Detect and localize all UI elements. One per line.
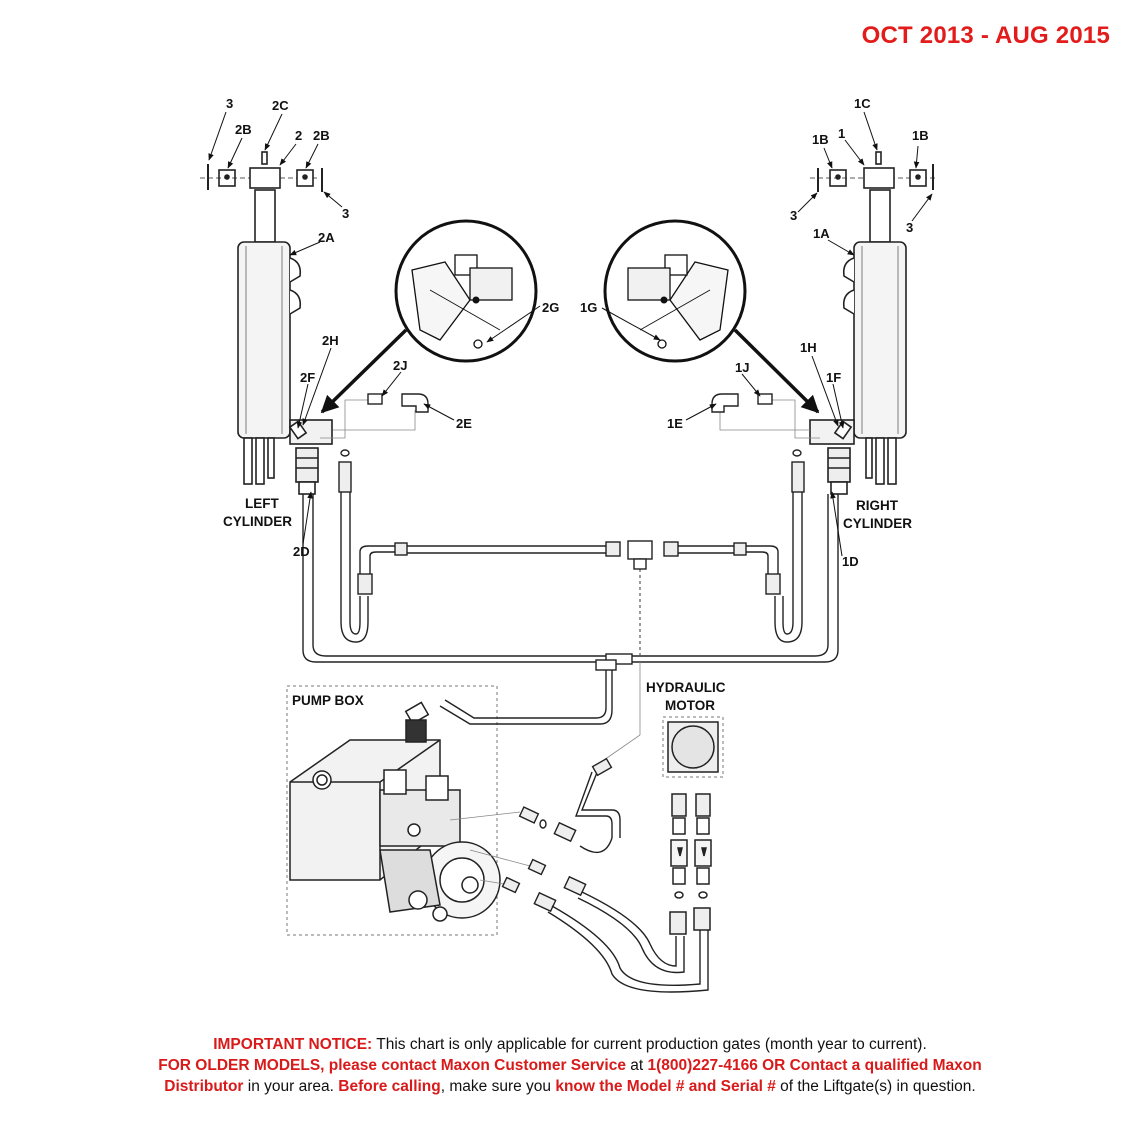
notice-text: of the Liftgate(s) in question. (775, 1078, 976, 1095)
important-notice: IMPORTANT NOTICE: This chart is only app… (60, 1034, 1080, 1097)
notice-text: at (625, 1057, 648, 1074)
center-tee-fitting (605, 540, 679, 665)
callout-2g: 2G (542, 300, 559, 315)
elbow-fitting-2e (401, 393, 429, 413)
hydraulic-motor-outline (662, 716, 724, 778)
notice-before-calling: Before calling (338, 1078, 441, 1095)
callout-2a: 2A (318, 230, 335, 245)
callout-1d: 1D (842, 554, 859, 569)
label-right-cylinder-line1: RIGHT (856, 498, 899, 513)
callout-3: 3 (226, 96, 233, 111)
notice-distributor: Distributor (164, 1078, 244, 1095)
callout-1: 1 (838, 126, 845, 141)
pin-2 (249, 167, 281, 189)
pump-unit (289, 701, 501, 922)
notice-line-1: IMPORTANT NOTICE: This chart is only app… (60, 1034, 1080, 1055)
label-left-cylinder-line2: CYLINDER (223, 514, 292, 529)
callout-2f: 2F (300, 370, 315, 385)
label-hydraulic-motor-line2: MOTOR (665, 698, 715, 713)
label-right-cylinder-line2: CYLINDER (843, 516, 912, 531)
callout-3: 3 (342, 206, 349, 221)
callout-2d: 2D (293, 544, 310, 559)
callout-2: 2 (295, 128, 302, 143)
pin-1 (863, 167, 895, 189)
callout-2h: 2H (322, 333, 339, 348)
notice-text: in your area. (243, 1078, 339, 1095)
fitting-2j (367, 393, 383, 405)
notice-text: , make sure you (440, 1078, 556, 1095)
component-labels: LEFT CYLINDER RIGHT CYLINDER PUMP BOX HY… (223, 496, 912, 713)
callout-2e: 2E (456, 416, 472, 431)
notice-line-3: Distributor in your area. Before calling… (60, 1076, 1080, 1097)
callout-2b: 2B (313, 128, 330, 143)
right-hoses (632, 399, 839, 663)
callout-1f: 1F (826, 370, 841, 385)
notice-text: This chart is only applicable for curren… (372, 1036, 927, 1053)
callouts: 3 2C 2B 2 2B 3 2A 2G 2H 2J 2F 2E 2D 1C 1… (226, 96, 929, 569)
pump-box-outline (286, 685, 498, 936)
leader-lines (208, 111, 933, 557)
callout-3: 3 (790, 208, 797, 223)
callout-1h: 1H (800, 340, 817, 355)
detail-view-right-1g (603, 219, 747, 363)
callout-1e: 1E (667, 416, 683, 431)
callout-1b: 1B (912, 128, 929, 143)
callout-1j: 1J (735, 360, 749, 375)
fitting-2d (295, 447, 319, 483)
callout-1b: 1B (812, 132, 829, 147)
pump-lines (439, 659, 709, 993)
notice-phone: 1(800)227-4166 OR Contact a qualified Ma… (647, 1057, 982, 1074)
callout-2j: 2J (393, 358, 407, 373)
callout-1c: 1C (854, 96, 871, 111)
callout-3: 3 (906, 220, 913, 235)
label-hydraulic-motor-line1: HYDRAULIC (646, 680, 726, 695)
fitting-1j (757, 393, 773, 405)
label-left-cylinder-line1: LEFT (245, 496, 279, 511)
elbow-fitting-1e (711, 393, 739, 413)
date-range-header: OCT 2013 - AUG 2015 (861, 22, 1110, 49)
detail-arrow-left (320, 328, 408, 414)
detail-view-left-2g (394, 219, 538, 363)
right-cylinder-assembly (809, 151, 935, 495)
callout-2b: 2B (235, 122, 252, 137)
notice-older-models: FOR OLDER MODELS, please contact Maxon C… (158, 1057, 626, 1074)
detail-arrow-right (733, 328, 820, 414)
notice-line-2: FOR OLDER MODELS, please contact Maxon C… (60, 1055, 1080, 1076)
notice-model-serial: know the Model # and Serial # (555, 1078, 776, 1095)
left-cylinder-assembly (200, 151, 333, 495)
fitting-1d (827, 447, 851, 483)
callout-1g: 1G (580, 300, 597, 315)
hydraulic-motor (667, 721, 719, 935)
left-hoses (302, 399, 621, 663)
notice-heading: IMPORTANT NOTICE: (213, 1036, 373, 1053)
label-pump-box: PUMP BOX (292, 693, 364, 708)
callout-2c: 2C (272, 98, 289, 113)
callout-1a: 1A (813, 226, 830, 241)
